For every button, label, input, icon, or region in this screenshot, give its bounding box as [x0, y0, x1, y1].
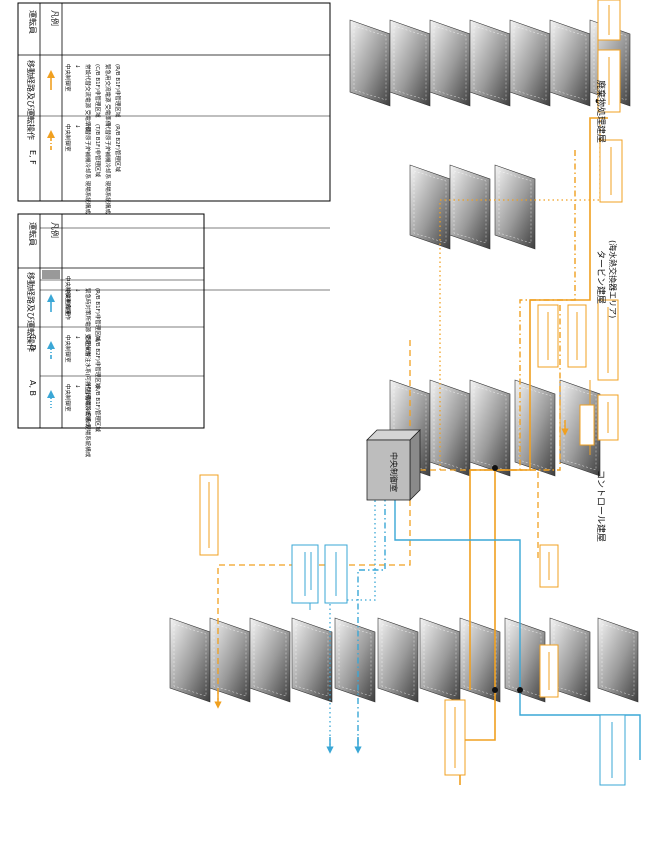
floor-slab-outline	[473, 25, 507, 101]
legend-top-route-line: 中央制御室	[64, 288, 72, 316]
legend-bottom-header-route: 移動経路及び運転操作	[26, 60, 36, 140]
turbine-building-sub-label: (海水熱交換器エリア)	[608, 240, 618, 318]
floor-slab	[514, 379, 556, 477]
floor-slab	[469, 19, 511, 107]
floor-slab-outline	[593, 25, 627, 101]
legend-top-header-legend: 凡例	[50, 222, 60, 238]
floor-slab	[389, 19, 431, 107]
floor-slab	[209, 617, 251, 703]
floor-slab-outline	[433, 385, 467, 471]
floor-slab-outline	[338, 623, 372, 697]
floor-slab-outline	[173, 623, 207, 697]
legend-table-bottom: 運転員凡例移動経路及び運転操作中央制御室↓常設代替交流電源 受電準備(C/B B…	[17, 2, 331, 291]
legend-top-route-line: ↓	[74, 288, 81, 293]
legend-top-route-line: 代替循環冷却系 現場系統構成	[84, 384, 92, 458]
legend-table-top: 運転員凡例移動経路及び運転操作中央制御室内操作A, B中央制御室↓緊急時対策所電…	[17, 213, 205, 458]
legend-top-route-line: (R/B B1F)管理区域	[94, 384, 102, 432]
legend-bottom-route-line: ↓	[74, 64, 81, 69]
floor-slab-outline	[213, 623, 247, 697]
floor-slab	[549, 19, 591, 107]
building-labels: コントロール建屋 タービン建屋 (海水熱交換器エリア) 廃棄物処理建屋	[595, 80, 618, 542]
floor-slab	[469, 379, 511, 477]
legend-top-route-line: (R/B B2F)非管理区域	[94, 335, 102, 389]
legend-top-header-crew: 運転員	[28, 222, 37, 246]
control-room-box: 中央制御室	[366, 429, 421, 501]
route-blue-dashdot	[357, 455, 386, 745]
route-blue-dotted	[329, 460, 376, 745]
floor-slab-outline	[553, 25, 587, 101]
floor-slab-outline	[513, 25, 547, 101]
floor-slab-outline	[463, 623, 497, 697]
floor-slab-outline	[353, 25, 387, 101]
route-orange-dotted	[439, 120, 601, 470]
floor-slab	[334, 617, 376, 703]
floor-slab-outline	[508, 623, 542, 697]
legend-top-header-route: 移動経路及び運転操作	[26, 272, 36, 352]
floor-slab-outline	[453, 170, 487, 244]
legend-top-crew: A, B	[28, 380, 37, 396]
floor-slab-outline	[381, 623, 415, 697]
legend-top-route-line: (R/B B1F)非管理区域	[94, 288, 102, 342]
floor-slab	[494, 164, 536, 250]
floor-slab	[419, 617, 461, 703]
legend-top-route-line: 中央制御室内操作	[64, 276, 72, 321]
legend-bottom-route-line: 緊急用交流電源 受電準備	[104, 64, 112, 127]
floor-slab	[349, 19, 391, 107]
route-blue-solid	[394, 450, 641, 760]
floor-slab	[409, 164, 451, 250]
floor-slab-outline	[253, 623, 287, 697]
legend-top-route-line: ↓	[74, 384, 81, 389]
waste-building-label: 廃棄物処理建屋	[595, 80, 607, 143]
legend-bottom-header-crew: 運転員	[28, 10, 37, 34]
floor-slab-outline	[473, 385, 507, 471]
legend-bottom-route-line: 代替原子炉補機冷却系 現場系統構成	[104, 124, 112, 214]
legend-bottom-route-line: 中央制御室	[64, 124, 72, 152]
route-markers	[214, 420, 569, 754]
floor-slab-outline	[295, 623, 329, 697]
floor-slab	[429, 19, 471, 107]
floor-slab-outline	[413, 170, 447, 244]
control-room-label: 中央制御室	[389, 452, 399, 492]
floor-slab	[504, 617, 546, 703]
legend-bottom-route-line: ↓	[74, 124, 81, 129]
legend-top-crew: C, D	[28, 334, 37, 351]
floor-slab-outline	[498, 170, 532, 244]
legend-top-route-line: 緊急時対策所電源 受電操作	[84, 288, 92, 356]
legend-top-route-line: 低圧代替注水系(可搬型)現場系統構成	[84, 335, 92, 428]
floor-slab	[377, 617, 419, 703]
floor-slab	[249, 617, 291, 703]
legend-bottom-route-line: (T/B B1F)非管理区域	[94, 124, 102, 177]
floor-slab	[449, 164, 491, 250]
floor-slab-outline	[518, 385, 552, 471]
floor-slab-outline	[423, 623, 457, 697]
control-building-label: コントロール建屋	[595, 470, 607, 542]
legend-bottom-route-line: 代替原子炉補機冷却系 現場系統構成	[84, 124, 92, 214]
legend-bottom-route-line: 中央制御室	[64, 64, 72, 92]
callout-orange-11	[579, 404, 595, 446]
floor-slab	[429, 379, 471, 477]
floor-slab	[169, 617, 211, 703]
legend-bottom-route-line: (R/B B2F)管理区域	[114, 124, 122, 172]
legend-top-route-line: 中央制御室	[64, 384, 72, 412]
turbine-building-label: タービン建屋	[595, 250, 607, 304]
legend-bottom-crew: E, F	[28, 150, 37, 165]
legend-top-route-line: 中央制御室	[64, 335, 72, 363]
legend-bottom-route-line: 常設代替交流電源 受電準備	[84, 64, 92, 132]
legend-bottom-header-legend: 凡例	[50, 10, 60, 26]
floor-slab	[509, 19, 551, 107]
callout-text-marks	[208, 5, 613, 778]
floor-slab-outline	[433, 25, 467, 101]
legend-bottom-route-line: (C/B B1F)非管理区域	[94, 64, 102, 118]
floor-slab	[291, 617, 333, 703]
floor-slab-outline	[601, 623, 635, 697]
floor-slab-outline	[393, 25, 427, 101]
legend-bottom-route-line: (R/B B1F)非管理区域	[114, 64, 122, 118]
legend-top-route-line: ↓	[74, 335, 81, 340]
floor-slab	[597, 617, 639, 703]
route-orange-dashed-2	[410, 469, 539, 560]
